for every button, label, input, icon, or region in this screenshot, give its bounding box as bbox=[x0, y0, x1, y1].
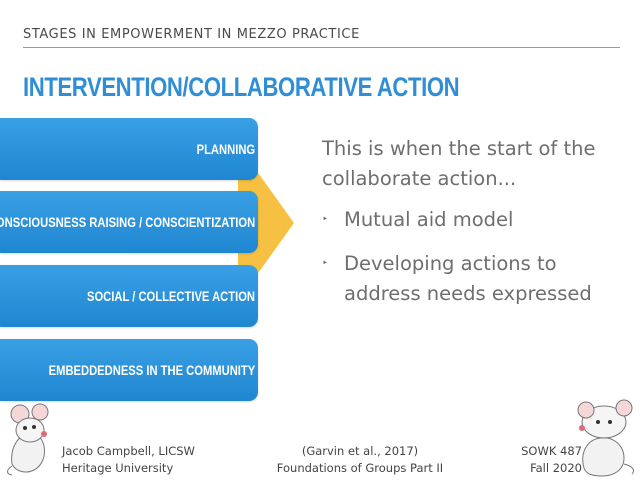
mouse-illustration-icon bbox=[577, 399, 635, 477]
stage-label: EMBEDDEDNESS IN THE COMMUNITY bbox=[48, 362, 255, 378]
stage-label: SOCIAL / COLLECTIVE ACTION bbox=[86, 288, 255, 304]
bullet-text: Developing actions to address needs expr… bbox=[344, 252, 592, 305]
stage-label: CONSCIOUSNESS RAISING / CONSCIENTIZATION bbox=[0, 214, 255, 230]
bullet-item: ‣ Developing actions to address needs ex… bbox=[322, 249, 622, 309]
stage-label: PLANNING bbox=[196, 141, 256, 157]
footer-term: Fall 2020 bbox=[530, 461, 582, 475]
footer-citation-block: (Garvin et al., 2017) Foundations of Gro… bbox=[270, 443, 450, 477]
footer-institution: Heritage University bbox=[62, 461, 174, 475]
footer-citation: (Garvin et al., 2017) bbox=[301, 444, 419, 458]
slide-title: INTERVENTION/COLLABORATIVE ACTION bbox=[23, 72, 460, 102]
stage-consciousness-raising: CONSCIOUSNESS RAISING / CONSCIENTIZATION bbox=[0, 191, 258, 253]
stage-social-collective-action: SOCIAL / COLLECTIVE ACTION bbox=[0, 265, 258, 327]
header-divider bbox=[23, 47, 620, 48]
footer-author-block: Jacob Campbell, LICSW Heritage Universit… bbox=[62, 443, 195, 477]
stage-planning: PLANNING bbox=[0, 118, 258, 180]
bullet-icon: ‣ bbox=[322, 214, 328, 225]
intro-text: This is when the start of the collaborat… bbox=[322, 137, 596, 190]
stage-embeddedness: EMBEDDEDNESS IN THE COMMUNITY bbox=[0, 339, 258, 401]
footer-author: Jacob Campbell, LICSW bbox=[62, 444, 195, 458]
footer-course: SOWK 487 bbox=[521, 444, 582, 458]
footer-source: Foundations of Groups Part II bbox=[276, 461, 444, 475]
bullet-icon: ‣ bbox=[322, 258, 328, 269]
bullet-text: Mutual aid model bbox=[344, 208, 514, 231]
header-title: STAGES IN EMPOWERMENT IN MEZZO PRACTICE bbox=[23, 27, 360, 42]
footer-course-block: SOWK 487 Fall 2020 bbox=[521, 443, 582, 477]
bullet-item: ‣ Mutual aid model bbox=[322, 205, 622, 235]
mouse-illustration-icon bbox=[7, 403, 49, 476]
bullet-list: ‣ Mutual aid model ‣ Developing actions … bbox=[322, 205, 622, 309]
